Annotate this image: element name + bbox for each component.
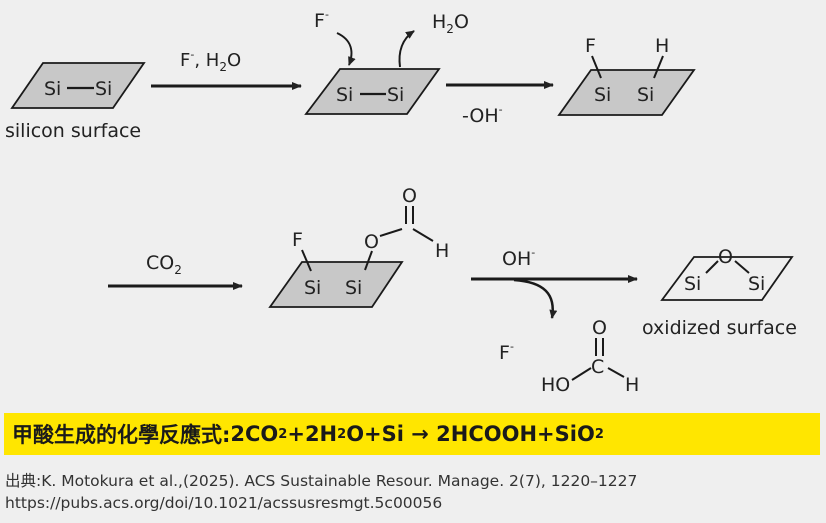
- si-o-bond-left: [705, 260, 719, 274]
- co2-reagent: CO2: [146, 252, 182, 277]
- bridging-oxygen: O: [718, 246, 733, 268]
- carbonyl-oxygen: O: [592, 317, 607, 339]
- doi-link[interactable]: https://pubs.acs.org/doi/10.1021/acssusr…: [5, 494, 443, 512]
- hydroxyl-group: HO: [541, 374, 570, 396]
- release-arrow: [513, 278, 558, 319]
- step1-arrow-group: F-, H2O: [151, 48, 302, 90]
- si-atom-left: Si: [594, 84, 611, 106]
- si-o-bond: [364, 250, 373, 271]
- banner-title-zh: 甲酸生成的化學反應式:: [12, 423, 231, 447]
- fluoride-ion: F-: [314, 8, 329, 32]
- fluorine-atom: F: [292, 229, 303, 251]
- formyl-hydrogen: H: [625, 374, 639, 396]
- water-release-arrow: [398, 30, 415, 68]
- silicon-slab-4: [268, 261, 404, 308]
- si-atom-right: Si: [748, 273, 765, 295]
- formic-acid: O C HO H: [541, 317, 639, 396]
- si-o-bond-right: [734, 260, 750, 274]
- ester-oxygen: O: [364, 231, 379, 253]
- silicon-surface-panel: Si Si silicon surface: [5, 62, 146, 142]
- si-atom-right: Si: [345, 277, 362, 299]
- si-f-bond: [591, 55, 602, 79]
- fluoride-attack-panel: Si Si F- H2O: [304, 8, 469, 115]
- oxidized-slab: [660, 256, 794, 301]
- citation-text: 出典:K. Motokura et al.,(2025). ACS Sustai…: [5, 472, 638, 490]
- si-atom-left: Si: [684, 273, 701, 295]
- o-c-bond: [379, 228, 403, 237]
- silicon-slab-2: [304, 68, 441, 115]
- c-oh-bond: [571, 367, 592, 381]
- fh-terminated-panel: F H Si Si: [557, 35, 696, 116]
- banner-formula-c: O+Si → 2HCOOH+SiO: [346, 422, 595, 446]
- banner-formula-a: 2CO: [230, 422, 279, 446]
- si-atom-left: Si: [336, 84, 353, 106]
- fluoride-attack-arrow: [336, 32, 356, 66]
- fluorine-atom: F: [585, 35, 596, 57]
- silicon-surface-label: silicon surface: [5, 120, 141, 142]
- step2-arrow-group: -OH-: [446, 81, 554, 127]
- banner-sub-b: 2: [337, 426, 347, 442]
- oxidized-surface-label: oxidized surface: [642, 317, 797, 339]
- banner-sub-a: 2: [278, 426, 288, 442]
- banner-sub-c: 2: [594, 426, 604, 442]
- oxidized-surface-panel: O Si Si oxidized surface: [642, 246, 797, 339]
- reaction-diagram: Si Si silicon surface F-, H2O Si Si F- H…: [5, 8, 797, 396]
- step3-arrow-group: CO2: [108, 252, 243, 290]
- formyl-hydrogen: H: [435, 240, 449, 262]
- carbon-atom: C: [591, 356, 604, 378]
- si-atom-left: Si: [304, 277, 321, 299]
- source-citation: 出典:K. Motokura et al.,(2025). ACS Sustai…: [5, 470, 637, 514]
- step4-arrow-group: OH- F-: [471, 246, 638, 364]
- si-atom-left: Si: [44, 78, 61, 100]
- hydrogen-atom: H: [655, 35, 669, 57]
- si-h-bond: [653, 55, 664, 79]
- step2-byproduct: -OH-: [462, 103, 503, 127]
- si-atom-right: Si: [637, 84, 654, 106]
- silicon-slab: [10, 62, 146, 109]
- si-atom-right: Si: [387, 84, 404, 106]
- water-molecule: H2O: [432, 11, 469, 36]
- formate-intermediate-panel: F Si Si O O H: [268, 185, 449, 308]
- c-h-bond: [607, 367, 625, 378]
- step1-reagents: F-, H2O: [180, 48, 241, 74]
- silicon-slab-3: [557, 69, 696, 116]
- carbonyl-oxygen: O: [402, 185, 417, 207]
- si-f-bond: [301, 249, 312, 272]
- c-h-bond: [412, 228, 434, 242]
- fluoride-product: F-: [499, 340, 514, 364]
- si-atom-right: Si: [95, 78, 112, 100]
- banner-formula-b: +2H: [287, 422, 338, 446]
- hydroxide-reagent: OH-: [502, 246, 535, 270]
